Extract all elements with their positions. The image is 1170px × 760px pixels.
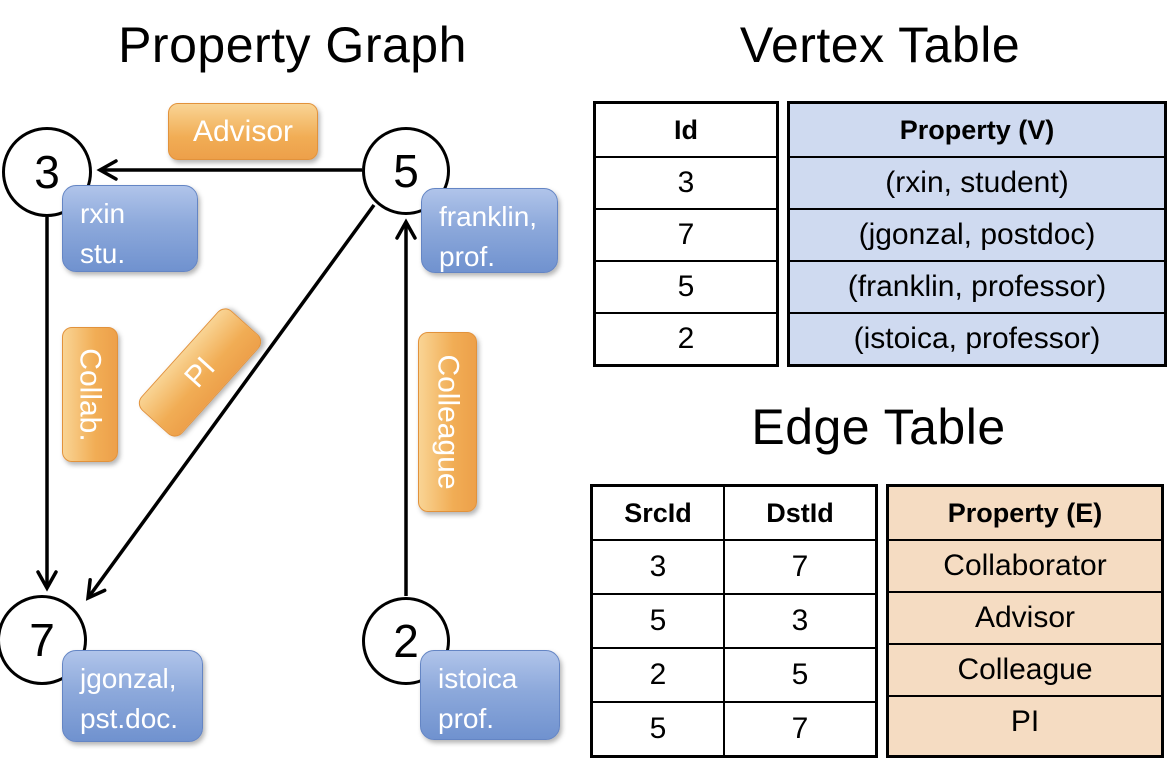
column-header-srcid: SrcId <box>624 497 692 528</box>
vertex-name: istoica <box>438 663 518 694</box>
vertex-role: prof. <box>439 241 496 272</box>
edge-table: SrcId DstId 3 7 5 3 2 5 5 7 Property (E)… <box>590 484 1164 758</box>
vertex-table: Id 3 7 5 2 Property (V) (rxin, student) … <box>593 101 1167 367</box>
table-cell: 5 <box>649 712 667 745</box>
table-cell: Collaborator <box>889 539 1161 591</box>
vertex-property-box-jgonzal: jgonzal, pst.doc. <box>62 650 203 742</box>
vertex-table-id-column: Id 3 7 5 2 <box>593 101 779 367</box>
table-cell: 2 <box>649 658 667 691</box>
vertex-id-label: 7 <box>29 614 55 666</box>
vertex-property-box-istoica: istoica prof. <box>420 650 560 740</box>
graph-edges-arrows <box>36 159 417 601</box>
edge-table-property-column: Property (E) Collaborator Advisor Collea… <box>886 484 1164 758</box>
table-cell: Advisor <box>889 591 1161 643</box>
table-cell: 5 <box>649 604 667 637</box>
table-cell: 3 <box>649 550 667 583</box>
table-cell: 3 <box>596 156 776 208</box>
edge-table-id-columns: SrcId DstId 3 7 5 3 2 5 5 7 <box>590 484 878 758</box>
table-cell: 7 <box>723 703 875 755</box>
vertex-role: pst.doc. <box>80 703 179 734</box>
vertex-property-box-rxin: rxin stu. <box>62 185 198 272</box>
table-cell: PI <box>889 695 1161 747</box>
table-cell: (rxin, student) <box>790 156 1164 208</box>
vertex-name: franklin, <box>439 201 538 232</box>
edge-label-box-collab: Collab. <box>62 327 118 462</box>
column-header-dstid: DstId <box>723 487 875 539</box>
edge-table-title: Edge Table <box>751 399 1006 455</box>
table-cell: (jgonzal, postdoc) <box>790 208 1164 260</box>
vertex-table-title: Vertex Table <box>739 17 1021 73</box>
table-cell: 2 <box>596 312 776 364</box>
table-cell: 7 <box>723 541 875 593</box>
table-cell: 3 <box>723 595 875 647</box>
vertex-table-property-column: Property (V) (rxin, student) (jgonzal, p… <box>787 101 1167 367</box>
vertex-role: prof. <box>438 703 495 734</box>
table-cell: (istoica, professor) <box>790 312 1164 364</box>
table-cell: 5 <box>596 260 776 312</box>
column-header-id: Id <box>674 114 698 145</box>
table-cell: 5 <box>723 649 875 701</box>
vertex-name: rxin <box>80 198 126 229</box>
edge-label-box-colleague: Colleague <box>418 332 477 512</box>
vertex-name: jgonzal, <box>80 663 177 694</box>
vertex-id-label: 2 <box>393 615 419 667</box>
table-cell: (franklin, professor) <box>790 260 1164 312</box>
edge-label: Advisor <box>192 114 294 148</box>
table-cell: Colleague <box>889 643 1161 695</box>
property-graph-title: Property Graph <box>118 17 467 73</box>
vertex-property-box-franklin: franklin, prof. <box>421 188 558 273</box>
edge-label: Collab. <box>74 347 108 442</box>
edge-label-box-advisor: Advisor <box>168 103 318 160</box>
column-header-property-v: Property (V) <box>899 114 1055 145</box>
column-header-property-e: Property (E) <box>947 497 1103 528</box>
edge-label: Colleague <box>431 354 465 490</box>
edge-label: PI <box>177 350 222 394</box>
table-cell: 7 <box>596 208 776 260</box>
vertex-id-label: 5 <box>393 145 419 197</box>
vertex-role: stu. <box>80 238 126 269</box>
vertex-id-label: 3 <box>34 146 60 198</box>
vertex-node-5: 5 <box>362 127 450 215</box>
edge-arrow-5-to-7 <box>85 203 376 601</box>
